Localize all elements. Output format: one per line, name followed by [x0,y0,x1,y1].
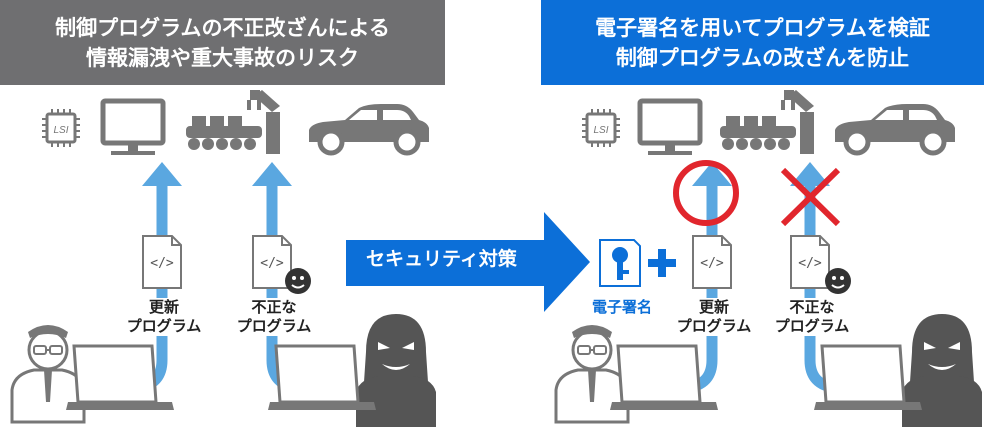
security-arrow [346,212,590,312]
chip-label: LSI [53,125,68,136]
security-arrow-label: セキュリティ対策 [366,248,517,270]
right-banner-line1: 電子署名を用いてプログラムを検証 [595,15,930,40]
arrowhead-icon [692,162,732,186]
factory-robot-icon [720,90,814,154]
monitor-icon [103,101,163,155]
malware-badge-icon [284,267,312,295]
chip-label: LSI [593,125,608,136]
right-banner-line2: 制御プログラムの改ざんを防止 [615,45,910,70]
arrowhead-icon [142,162,182,186]
arrowhead-icon [252,162,292,186]
file-glyph: </> [798,256,822,271]
update-program-label: 更新 プログラム [118,298,210,336]
signature-label: 電子署名 [582,298,662,317]
left-banner-line2: 情報漏洩や重大事故のリスク [86,45,359,70]
hacker-icon [356,314,436,427]
right-banner: 電子署名を用いてプログラムを検証 制御プログラムの改ざんを防止 [541,0,984,85]
update-program-label: 更新 プログラム [668,298,760,336]
hacker-icon [902,314,982,427]
car-icon [309,104,429,153]
check-circle-icon [673,160,739,226]
factory-robot-icon [186,90,280,154]
key-icon [599,239,641,287]
left-banner-line1: 制御プログラムの不正改ざんによる [55,15,390,40]
plus-icon [648,249,676,277]
file-glyph: </> [260,256,284,271]
malware-badge-icon [824,267,852,295]
malicious-program-label: 不正な プログラム [228,298,320,336]
arrowhead-icon [790,162,830,186]
file-glyph: </> [150,256,174,271]
malicious-program-label: 不正な プログラム [766,298,858,336]
monitor-icon [640,101,700,155]
cross-icon [780,167,841,227]
file-glyph: </> [700,256,724,271]
left-banner: 制御プログラムの不正改ざんによる 情報漏洩や重大事故のリスク [0,0,445,85]
car-icon [835,104,955,153]
